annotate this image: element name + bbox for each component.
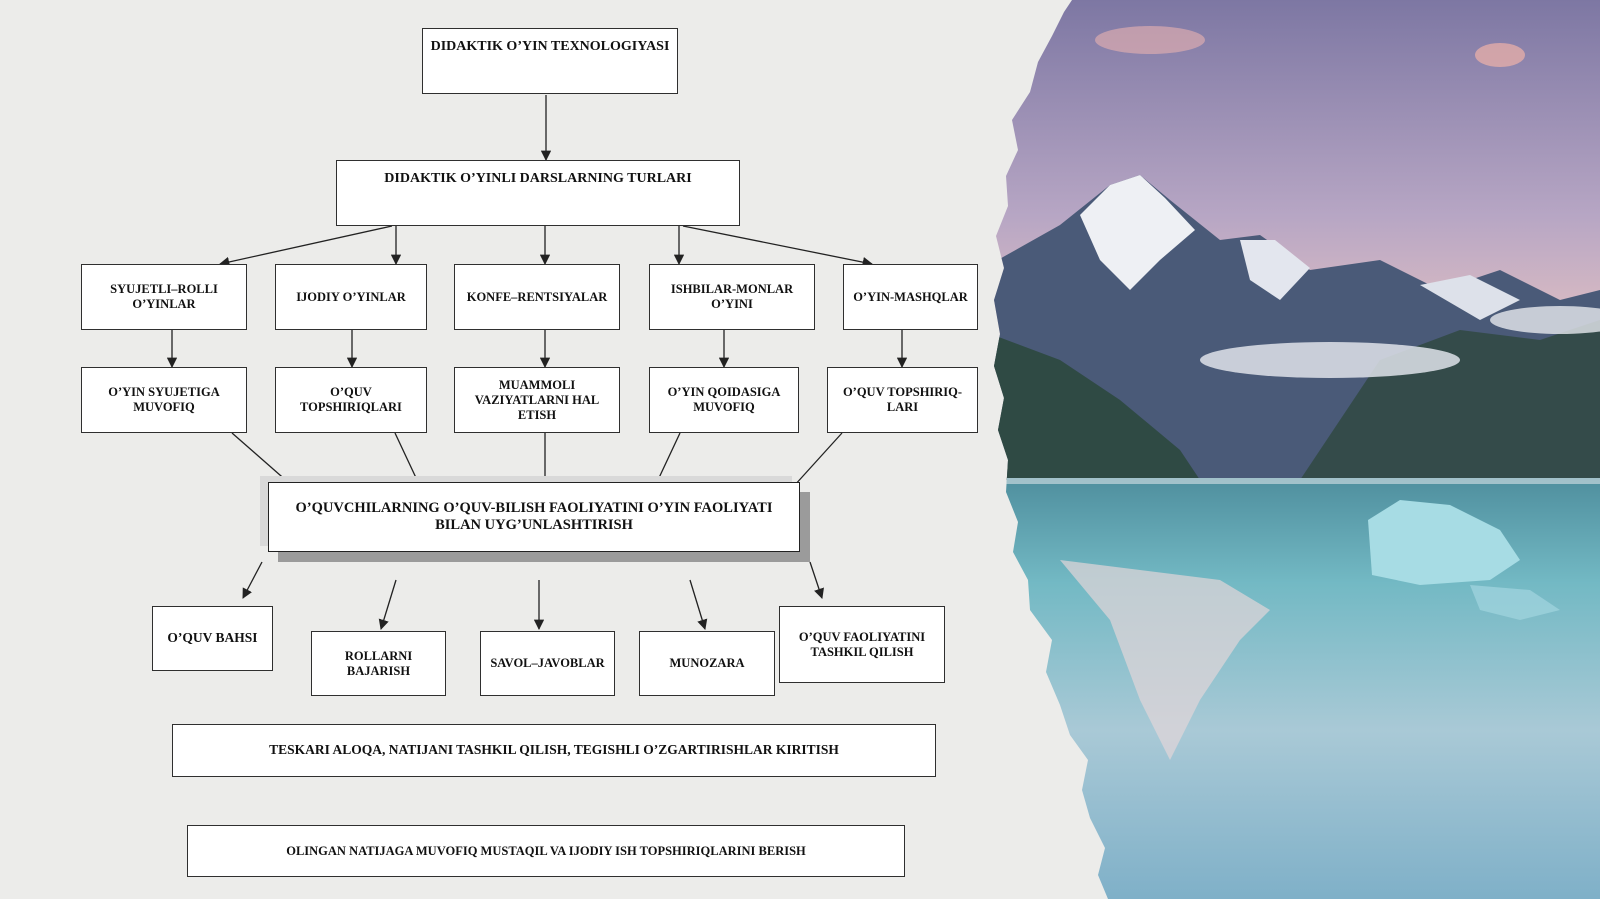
activity-text-2: ROLLARNI BAJARISH (344, 648, 413, 678)
activity-text-5: O’QUV FAOLIYaTINI TASHKIL QILISH (798, 629, 926, 659)
desc-text-2: O’QUV TOPSHIRIQLARI (300, 385, 402, 414)
type-text-2: IJODIY O’YINLAR (296, 289, 406, 304)
desc-text-1: O’YIN SYuJETIGA MUVOFIQ (108, 385, 220, 414)
type-box-1: SYuJETLI–ROLLI O’YINLAR (81, 264, 247, 330)
desc-box-1: O’YIN SYuJETIGA MUVOFIQ (81, 367, 247, 433)
type-box-2: IJODIY O’YINLAR (275, 264, 427, 330)
activity-box-5: O’QUV FAOLIYaTINI TASHKIL QILISH (779, 606, 945, 683)
desc-box-3: MUAMMOLI VAZIYaTLARNI HAL ETISH (454, 367, 620, 433)
activity-box-4: MUNOZARA (639, 631, 775, 696)
desc-text-3: MUAMMOLI VAZIYaTLARNI HAL ETISH (474, 377, 600, 422)
activity-text-4: MUNOZARA (669, 656, 745, 670)
activity-box-3: SAVOL–JAVOBLAR (480, 631, 615, 696)
type-box-3: KONFE–RENTSIYaLAR (454, 264, 620, 330)
feedback-text: TESKARI ALOQA, NATIJANI TASHKIL QILISH, … (269, 742, 839, 758)
desc-box-5: O’QUV TOPSHIRIQ-LARI (827, 367, 978, 433)
type-box-4: ISHBILAR-MONLAR O’YINI (649, 264, 815, 330)
feedback-box: TESKARI ALOQA, NATIJANI TASHKIL QILISH, … (172, 724, 936, 777)
desc-box-4: O’YIN QOIDASIGA MUVOFIQ (649, 367, 799, 433)
title-text: DIDAKTIK O’YIN TEXNOLOGIYaSI (430, 39, 670, 54)
types-header-box: DIDAKTIK O’YINLI DARSLARNING TURLARI (336, 160, 740, 226)
type-box-5: O’YIN-MASHQLAR (843, 264, 978, 330)
type-text-5: O’YIN-MASHQLAR (853, 289, 968, 304)
type-text-1: SYuJETLI–ROLLI O’YINLAR (110, 282, 218, 311)
center-text: O’QUVCHILARNING O’QUV-BILISH FAOLIYaTINI… (295, 499, 773, 533)
types-header-text: DIDAKTIK O’YINLI DARSLARNING TURLARI (384, 171, 692, 186)
final-box: OLINGAN NATIJAGA MUVOFIQ MUSTAQIL VA IJO… (187, 825, 905, 877)
desc-text-5: O’QUV TOPSHIRIQ-LARI (842, 385, 963, 414)
activity-text-1: O’QUV BAHSI (167, 630, 258, 646)
final-text: OLINGAN NATIJAGA MUVOFIQ MUSTAQIL VA IJO… (286, 843, 806, 858)
title-box: DIDAKTIK O’YIN TEXNOLOGIYaSI (422, 28, 678, 94)
type-text-3: KONFE–RENTSIYaLAR (466, 289, 608, 304)
activity-box-1: O’QUV BAHSI (152, 606, 273, 671)
desc-box-2: O’QUV TOPSHIRIQLARI (275, 367, 427, 433)
activity-box-2: ROLLARNI BAJARISH (311, 631, 446, 696)
desc-text-4: O’YIN QOIDASIGA MUVOFIQ (667, 385, 781, 414)
center-box: O’QUVCHILARNING O’QUV-BILISH FAOLIYaTINI… (268, 482, 800, 552)
activity-text-3: SAVOL–JAVOBLAR (490, 656, 605, 670)
type-text-4: ISHBILAR-MONLAR O’YINI (670, 282, 794, 311)
